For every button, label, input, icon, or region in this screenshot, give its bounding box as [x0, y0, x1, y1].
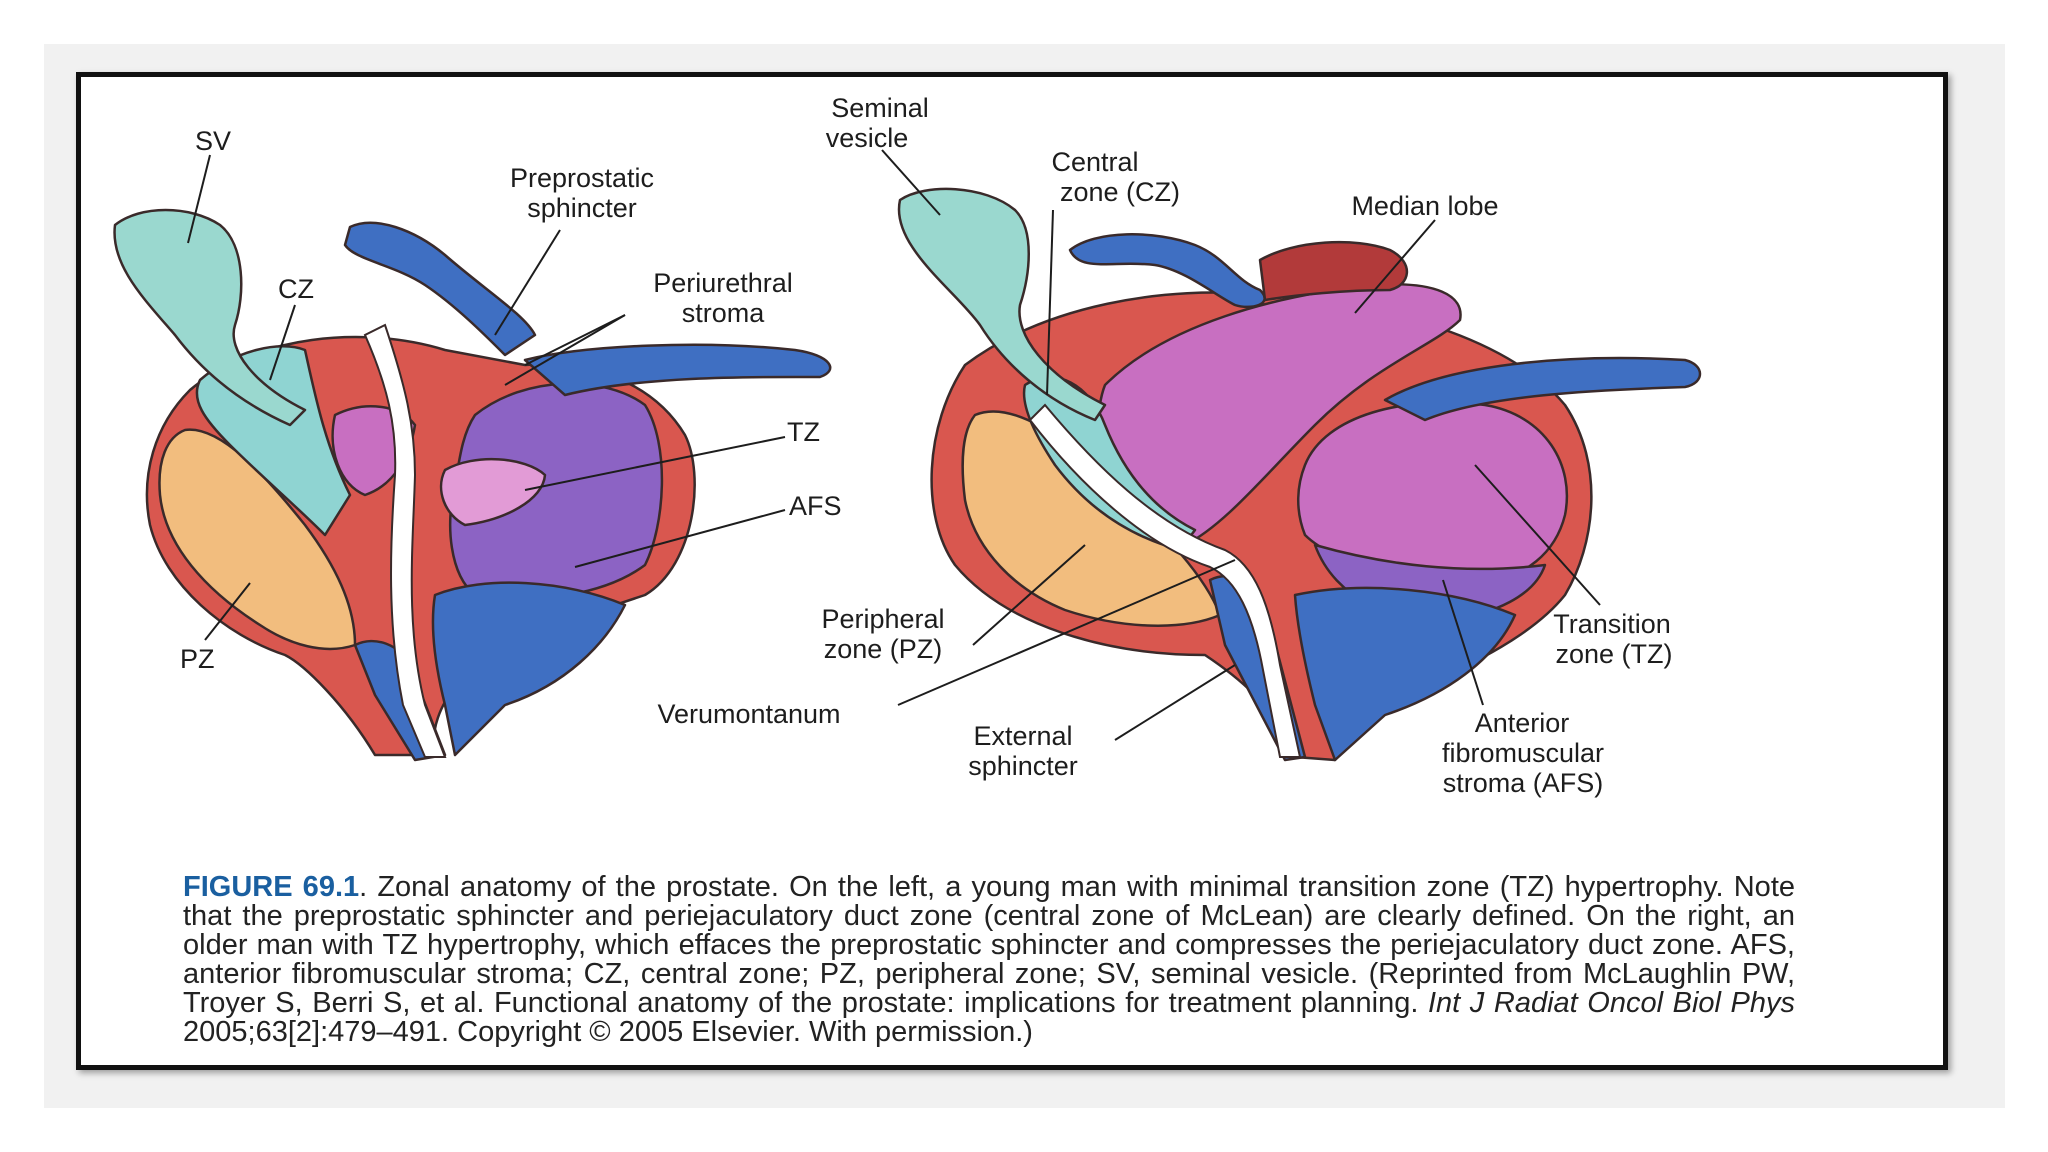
- label-anterior-1: Anterior: [1475, 708, 1570, 738]
- label-pz: PZ: [180, 644, 215, 674]
- label-preprostatic-1: Preprostatic: [510, 163, 654, 193]
- left-periurethral-tube: [523, 343, 832, 397]
- label-anterior-3: stroma (AFS): [1443, 768, 1604, 798]
- right-urethra: [1028, 403, 1302, 758]
- label-central-2: zone (CZ): [1060, 177, 1180, 207]
- label-sv: SV: [195, 126, 231, 156]
- right-prostate: [897, 187, 1702, 762]
- label-afs: AFS: [789, 491, 842, 521]
- caption-text-2: 2005;63[2]:479–491. Copyright © 2005 Els…: [183, 1015, 1033, 1048]
- label-peripheral-2: zone (PZ): [824, 634, 943, 664]
- label-peripheral-1: Peripheral: [821, 604, 944, 634]
- diagram-labels: SV CZ PZ Preprostatic sphincter Periuret…: [180, 93, 1673, 798]
- label-transition-2: zone (TZ): [1555, 639, 1672, 669]
- label-periurethral-1: Periurethral: [653, 268, 793, 298]
- leader-lines: [187, 149, 1601, 741]
- figure-label: FIGURE 69.1: [183, 871, 360, 903]
- left-distal-sphincter-right: [431, 581, 627, 757]
- figure-frame: SV CZ PZ Preprostatic sphincter Periuret…: [76, 72, 1948, 1070]
- right-seminal-vesicle: [897, 187, 1107, 422]
- right-periurethral-tube: [1383, 356, 1702, 422]
- label-external-2: sphincter: [968, 751, 1078, 781]
- label-preprostatic-2: sphincter: [527, 193, 637, 223]
- right-median-cap: [1258, 240, 1409, 302]
- left-peripheral-zone: [158, 428, 357, 651]
- left-preprostatic-sphincter: [343, 221, 537, 357]
- label-transition-1: Transition: [1553, 609, 1671, 639]
- label-anterior-2: fibromuscular: [1442, 738, 1604, 768]
- prostate-diagram: SV CZ PZ Preprostatic sphincter Periuret…: [113, 93, 1702, 798]
- label-median-lobe: Median lobe: [1351, 191, 1498, 221]
- label-cz: CZ: [278, 274, 314, 304]
- label-seminal-1: Seminal: [831, 93, 929, 123]
- label-central-1: Central: [1051, 147, 1138, 177]
- left-urethra: [363, 323, 447, 758]
- figure-caption: FIGURE 69.1. Zonal anatomy of the prosta…: [183, 871, 1795, 1048]
- label-periurethral-2: stroma: [682, 298, 766, 328]
- right-preprostatic-tube: [1068, 233, 1266, 309]
- left-seminal-vesicle: [113, 208, 307, 427]
- label-verumontanum: Verumontanum: [657, 699, 840, 729]
- label-external-1: External: [973, 721, 1072, 751]
- caption-journal: Int J Radiat Oncol Biol Phys: [1428, 986, 1795, 1019]
- left-prostate: [113, 208, 832, 762]
- label-tz: TZ: [787, 417, 820, 447]
- label-seminal-2: vesicle: [826, 123, 909, 153]
- left-tz-lobe: [439, 457, 547, 527]
- caption-text-1: . Zonal anatomy of the prostate. On the …: [183, 871, 1795, 1019]
